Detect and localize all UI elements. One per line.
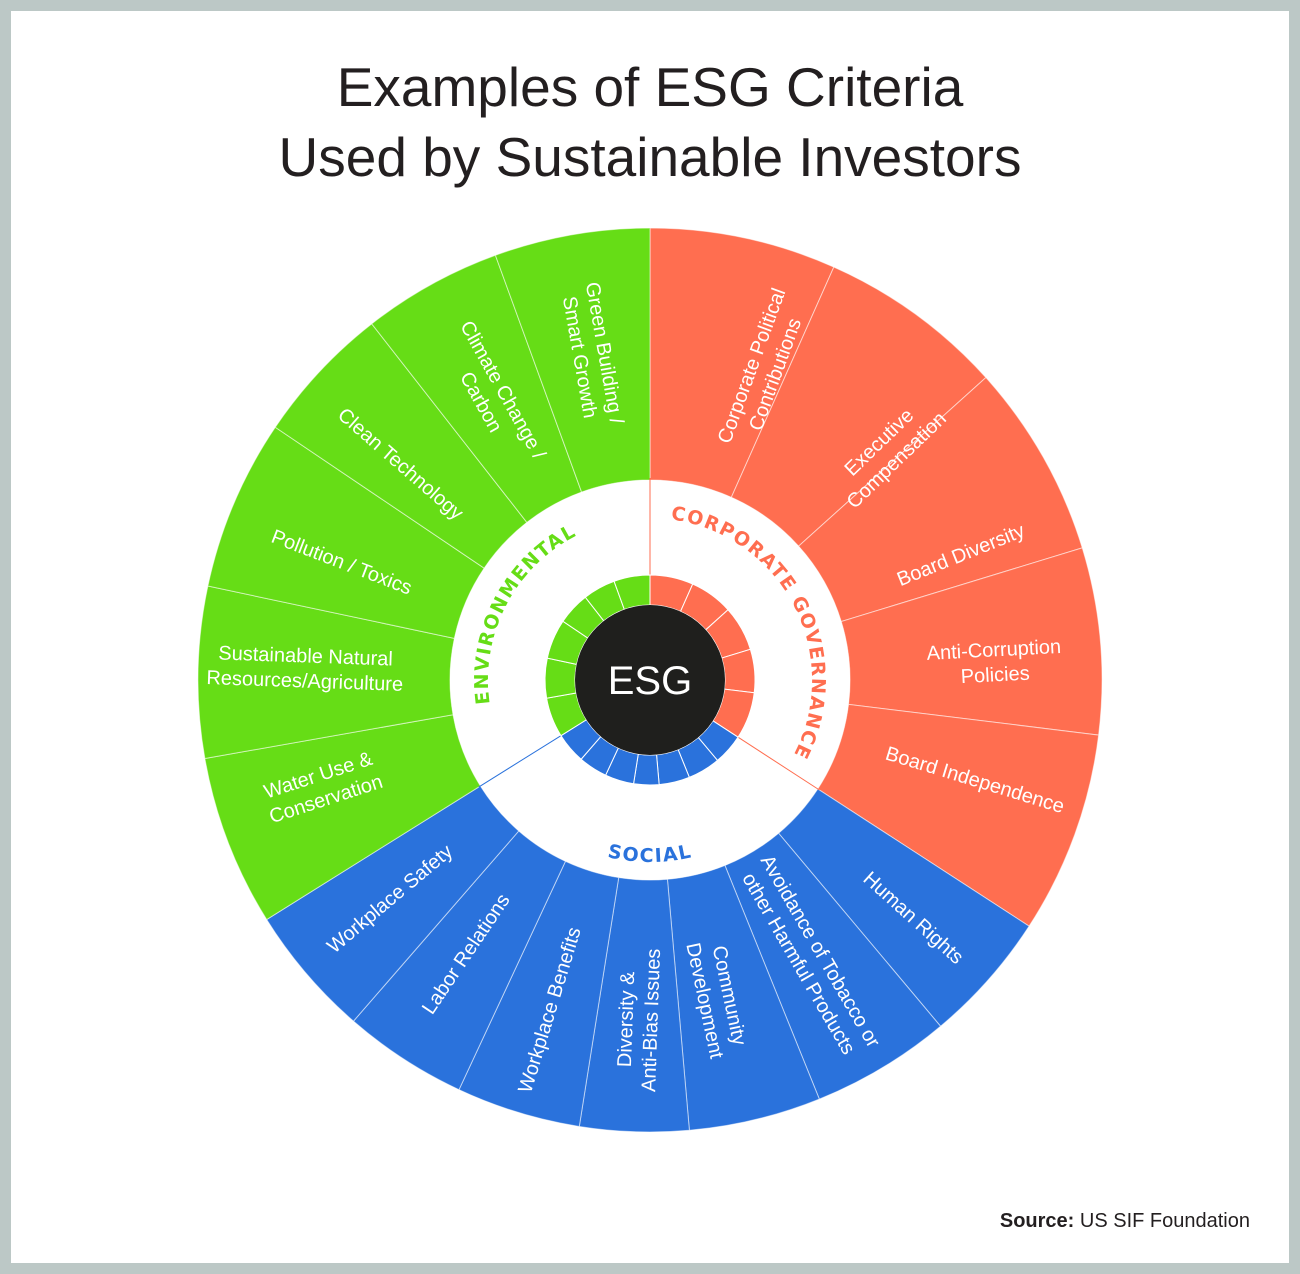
social-item-line: Diversity &	[614, 971, 639, 1068]
environmental-inner-segment	[544, 657, 578, 699]
center-circle	[575, 605, 725, 755]
inner-ring	[544, 574, 756, 786]
chart-title: Examples of ESG Criteria Used by Sustain…	[0, 52, 1300, 192]
title-line-2: Used by Sustainable Investors	[278, 126, 1022, 188]
source-text: US SIF Foundation	[1079, 1210, 1250, 1232]
social-item-line: Anti-Bias Issues	[638, 948, 665, 1092]
source-label: Source:	[999, 1210, 1075, 1232]
pillar-divider	[737, 736, 820, 791]
source-note: Source: US SIF Foundation	[1000, 1210, 1250, 1233]
outer-ring	[197, 227, 1103, 1133]
pillar-dividers	[478, 478, 820, 791]
social-item-text: Diversity &Anti-Bias Issues	[613, 947, 665, 1092]
center-label: ESG	[608, 659, 692, 703]
pillar-divider	[478, 735, 562, 788]
title-line-1: Examples of ESG Criteria	[336, 56, 964, 118]
social-item-label: Diversity &Anti-Bias Issues	[613, 947, 665, 1092]
governance-item-line: Policies	[960, 663, 1030, 689]
